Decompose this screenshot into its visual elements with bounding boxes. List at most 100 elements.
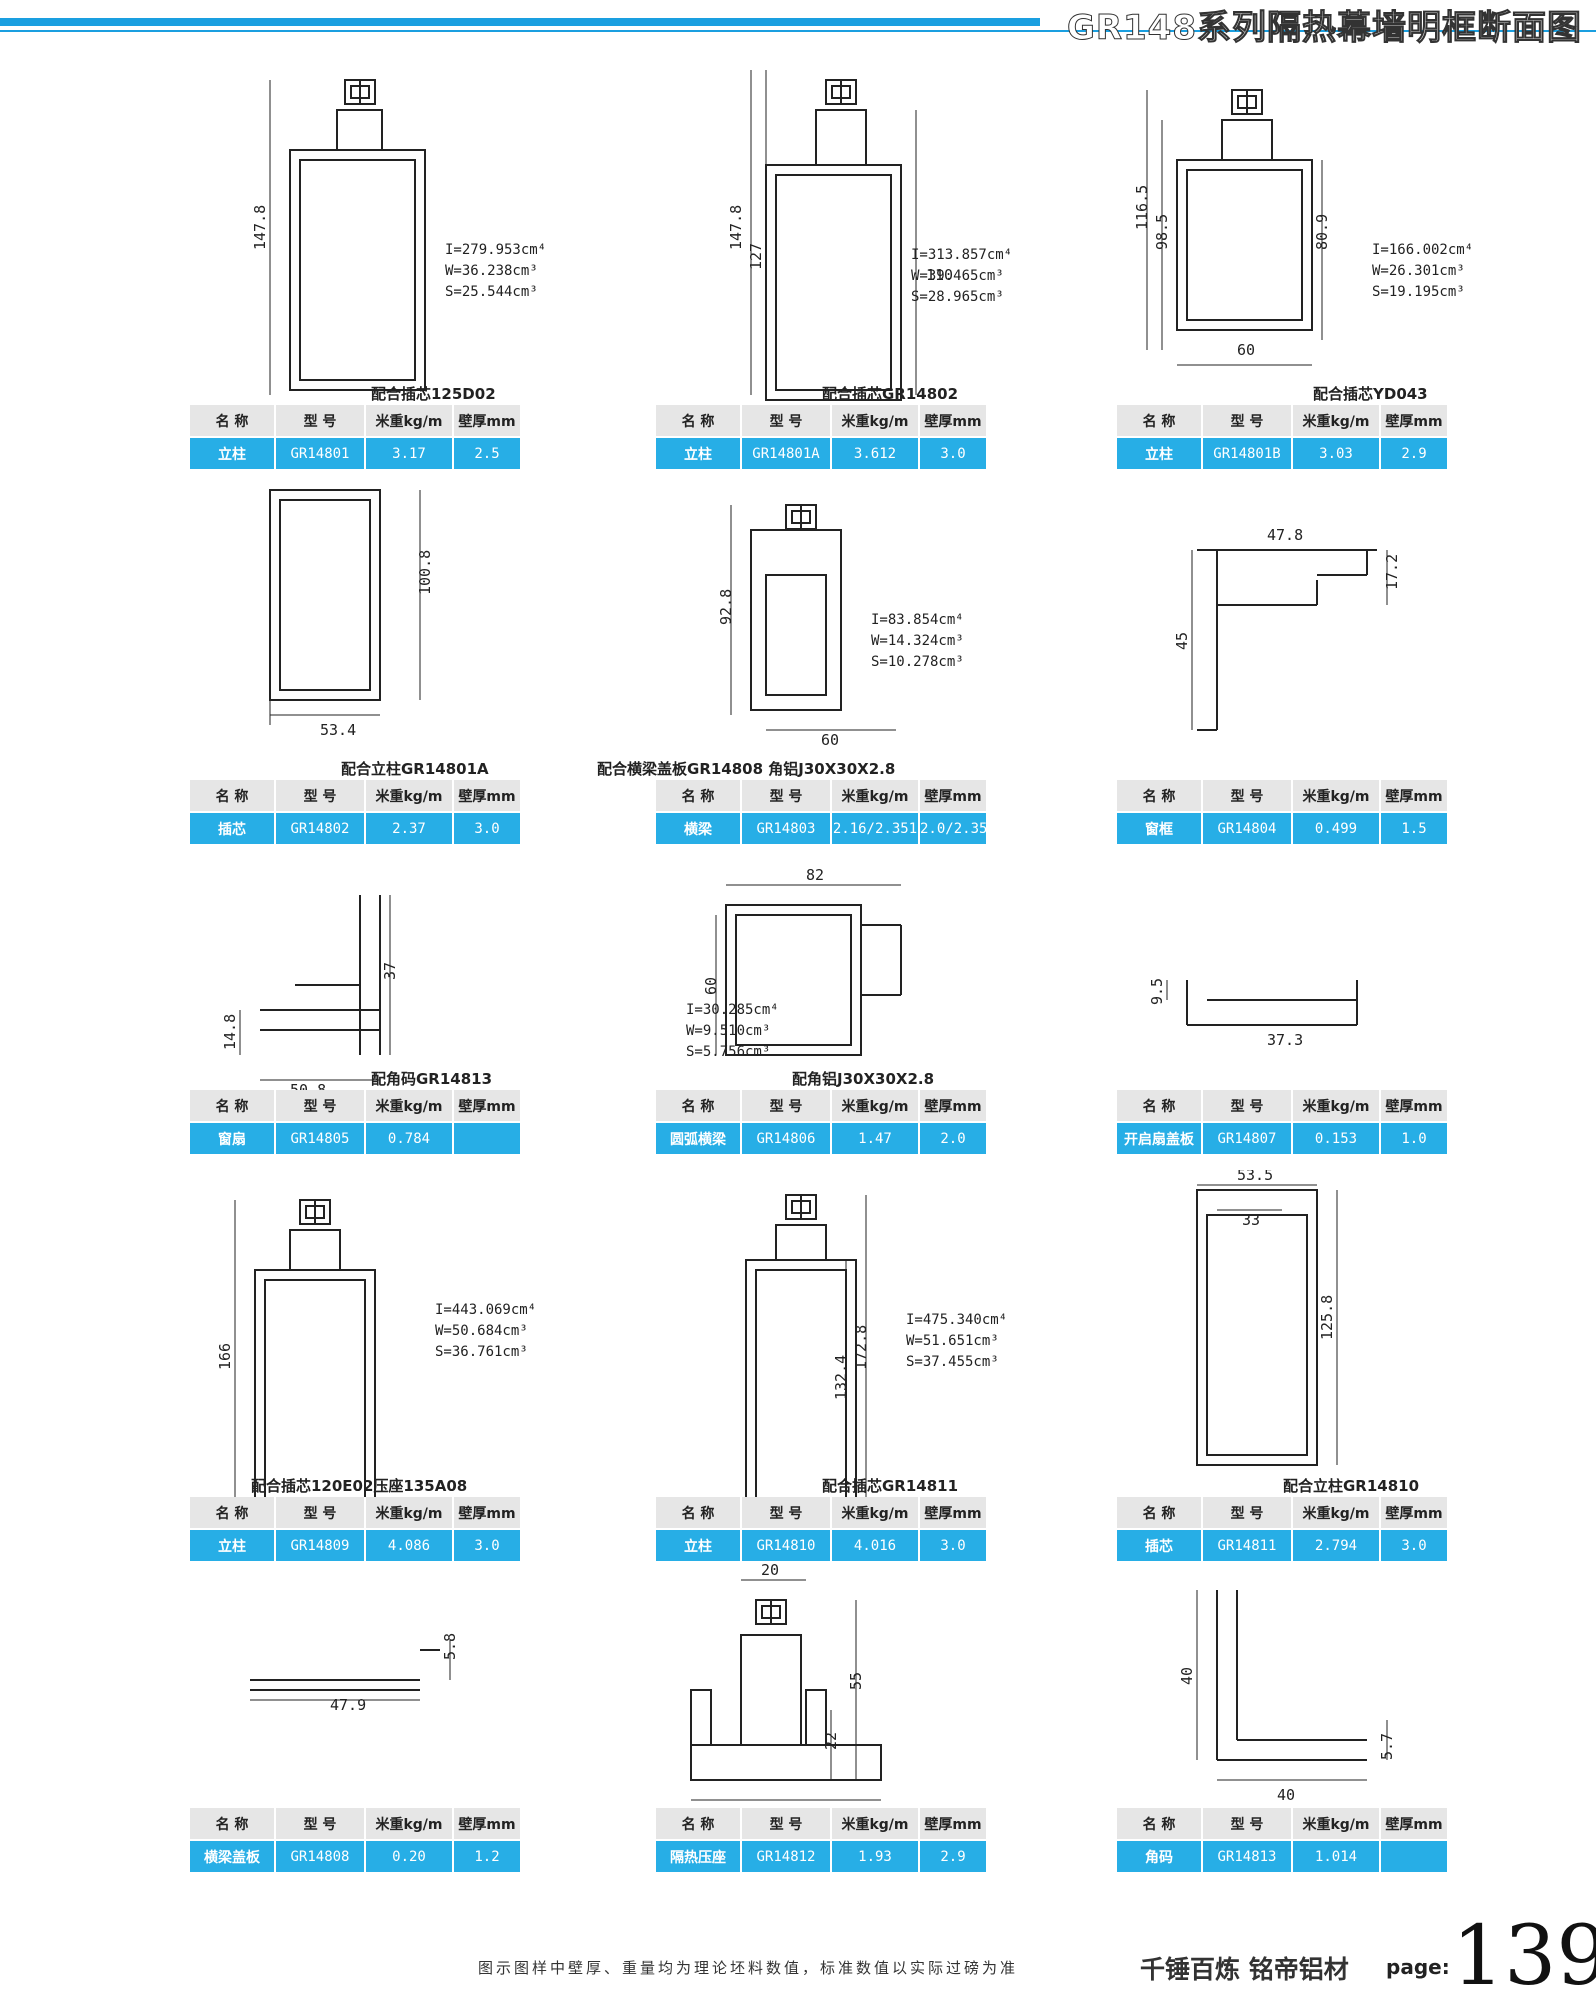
dimension-height: 40 — [1178, 1667, 1196, 1685]
profile-name: 立柱 — [190, 1528, 276, 1561]
profile-weight: 3.612 — [831, 436, 920, 469]
match-note: 配合横梁盖板GR14808 角铝J30X30X2.8 — [597, 760, 896, 778]
section-property: S=36.761cm³ — [435, 1344, 528, 1360]
profile-weight: 0.20 — [365, 1839, 454, 1872]
profile-code: GR14808 — [275, 1839, 366, 1872]
profile-drawing: 47.817.245 — [1173, 526, 1401, 731]
spec-header: 壁厚mm — [1380, 1090, 1449, 1122]
spec-header: 名 称 — [1117, 1497, 1203, 1529]
section-property: W=51.651cm³ — [906, 1333, 999, 1349]
dimension-height: 60 — [702, 977, 720, 995]
spec-header: 型 号 — [1202, 1497, 1293, 1529]
dimension-inner: 132.4 — [832, 1355, 850, 1400]
profile-name: 立柱 — [656, 436, 742, 469]
spec-header: 壁厚mm — [919, 1090, 988, 1122]
profile-thickness — [1380, 1839, 1449, 1872]
section-property: S=37.455cm³ — [906, 1354, 999, 1370]
profile-thickness: 3.0 — [919, 436, 988, 469]
spec-header: 型 号 — [741, 1090, 832, 1122]
dimension-height: 147.8 — [727, 205, 745, 250]
dimension-height: 9.5 — [1148, 978, 1166, 1005]
section-property: S=25.544cm³ — [445, 284, 538, 300]
profile-thickness: 1.2 — [453, 1839, 522, 1872]
spec-header: 名 称 — [1117, 780, 1203, 812]
profile-weight: 2.16/2.351 — [831, 811, 920, 844]
spec-header: 型 号 — [741, 780, 832, 812]
match-note: 配合插芯YD043 — [1313, 385, 1428, 403]
dimension-width: 53.4 — [320, 721, 356, 739]
spec-header: 米重kg/m — [365, 1808, 454, 1840]
profile-name: 横梁 — [656, 811, 742, 844]
brand-name: 千锤百炼 铭帝铝材 — [1140, 1955, 1349, 1984]
dimension-depth: 5.8 — [441, 1633, 459, 1660]
spec-header: 壁厚mm — [919, 1808, 988, 1840]
spec-header: 壁厚mm — [919, 1497, 988, 1529]
spec-header: 米重kg/m — [1292, 1497, 1381, 1529]
profile-drawing: 37.39.5 — [1148, 978, 1358, 1049]
section-property: I=475.340cm⁴ — [906, 1312, 1008, 1328]
profile-code: GR14801B — [1202, 436, 1293, 469]
spec-header: 米重kg/m — [365, 405, 454, 437]
profile-code: GR14806 — [741, 1121, 832, 1154]
profile-name: 窗框 — [1117, 811, 1203, 844]
spec-header: 型 号 — [741, 1808, 832, 1840]
spec-header: 型 号 — [275, 1497, 366, 1529]
profile-drawing: 47.95.8 — [250, 1633, 459, 1714]
profile-weight: 1.93 — [831, 1839, 920, 1872]
profile-name: 圆弧横梁 — [656, 1121, 742, 1154]
profile-code: GR14805 — [275, 1121, 366, 1154]
profile-code: GR14809 — [275, 1528, 366, 1561]
spec-header: 名 称 — [1117, 405, 1203, 437]
profile-name: 开启扇盖板 — [1117, 1121, 1203, 1154]
dimension-width: 20 — [761, 1561, 779, 1579]
section-property: W=36.238cm³ — [445, 263, 538, 279]
footer-note: 图示图样中壁厚、重量均为理论坯料数值，标准数值以实际过磅为准 — [478, 1959, 1019, 1977]
profile-code: GR14812 — [741, 1839, 832, 1872]
page-label: page: — [1386, 1955, 1450, 1979]
profile-weight: 2.37 — [365, 811, 454, 844]
dimension-height: 92.8 — [717, 589, 735, 625]
dimension-width: 60 — [1237, 341, 1255, 359]
profile-name: 横梁盖板 — [190, 1839, 276, 1872]
section-property: I=443.069cm⁴ — [435, 1302, 537, 1318]
profile-name: 插芯 — [190, 811, 276, 844]
profile-drawing: 92.860 — [717, 504, 896, 749]
match-note: 配合立柱GR14810 — [1283, 1477, 1420, 1495]
match-note: 配合立柱GR14801A — [341, 760, 489, 778]
spec-header: 型 号 — [1202, 405, 1293, 437]
dimension-width: 53.5 — [1237, 1170, 1273, 1184]
spec-header: 米重kg/m — [365, 1090, 454, 1122]
profile-name: 立柱 — [190, 436, 276, 469]
spec-header: 名 称 — [190, 405, 276, 437]
spec-header: 名 称 — [190, 780, 276, 812]
dimension-height: 147.8 — [251, 205, 269, 250]
section-property: S=19.195cm³ — [1372, 284, 1465, 300]
spec-header: 型 号 — [741, 1497, 832, 1529]
spec-header: 壁厚mm — [1380, 405, 1449, 437]
dimension-height-2: 14.8 — [221, 1014, 239, 1050]
spec-header: 名 称 — [656, 780, 742, 812]
dimension-height: 116.5 — [1133, 185, 1151, 230]
profile-thickness: 2.0/2.35 — [919, 811, 988, 844]
profile-code: GR14801A — [741, 436, 832, 469]
dimension-height: 37 — [381, 962, 399, 980]
match-note: 配角码GR14813 — [371, 1070, 493, 1088]
profile-weight: 3.17 — [365, 436, 454, 469]
spec-header: 米重kg/m — [1292, 1090, 1381, 1122]
dimension-inner: 80.9 — [1313, 214, 1331, 250]
match-note: 配角铝J30X30X2.8 — [792, 1070, 935, 1088]
spec-header: 壁厚mm — [1380, 1497, 1449, 1529]
spec-header: 名 称 — [190, 1497, 276, 1529]
section-property: S=5.756cm³ — [686, 1044, 771, 1060]
